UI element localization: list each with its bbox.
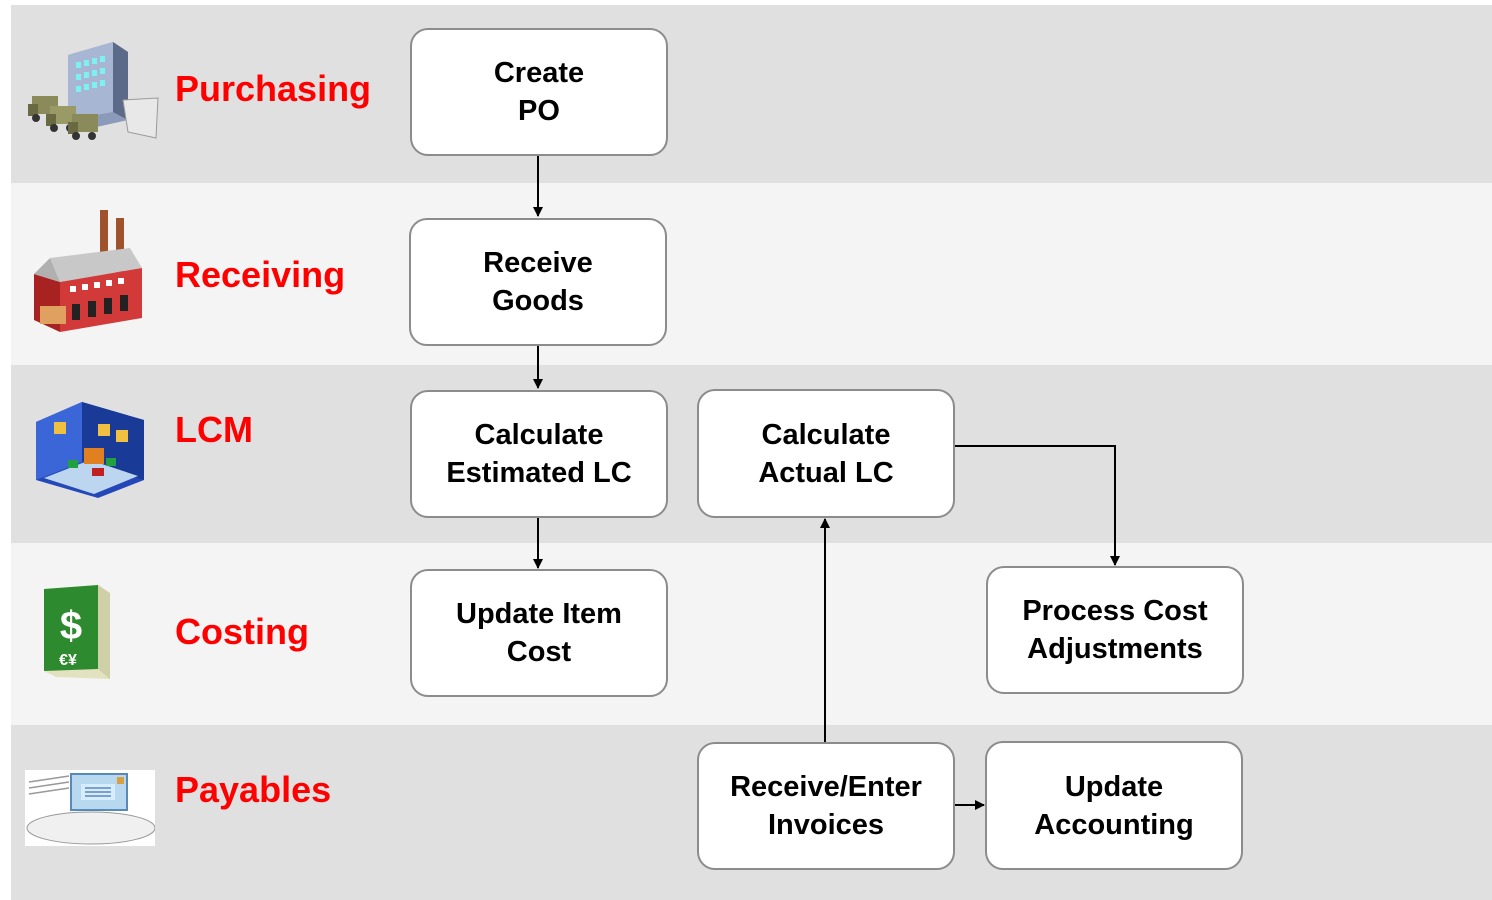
step-receive-goods-label: Receive Goods: [483, 247, 593, 317]
arrow-actual-to-adjustments: [954, 445, 1120, 566]
lane-label-costing: Costing: [175, 611, 309, 652]
step-calculate-estimated-lc-label: Calculate Estimated LC: [446, 419, 632, 489]
step-create-po-label: Create PO: [493, 57, 585, 127]
step-receive-enter-invoices-label: Receive/Enter Invoices: [730, 771, 922, 841]
step-update-item-cost[interactable]: Update Item Cost: [410, 569, 668, 697]
lane-label-lcm: LCM: [175, 409, 253, 450]
envelope-icon: [25, 770, 155, 846]
step-calculate-actual-lc[interactable]: Calculate Actual LC: [697, 389, 955, 518]
step-update-item-cost-label: Update Item Cost: [456, 598, 622, 668]
step-receive-enter-invoices[interactable]: Receive/Enter Invoices: [697, 742, 955, 870]
svg-text:$: $: [60, 604, 82, 648]
step-create-po[interactable]: Create PO: [410, 28, 668, 156]
step-calculate-actual-lc-label: Calculate Actual LC: [758, 418, 894, 489]
building-trucks-icon: [28, 42, 159, 140]
lane-label-receiving: Receiving: [175, 254, 346, 295]
step-calculate-estimated-lc[interactable]: Calculate Estimated LC: [410, 390, 668, 518]
lane-receiving: [11, 183, 1492, 365]
lane-purchasing: [11, 5, 1492, 183]
step-receive-goods[interactable]: Receive Goods: [409, 218, 667, 346]
factory-icon: [34, 210, 142, 332]
lane-label-purchasing: Purchasing: [175, 68, 372, 109]
step-process-cost-adjustments[interactable]: Process Cost Adjustments: [986, 566, 1244, 694]
step-process-cost-adjustments-label: Process Cost Adjustments: [1022, 595, 1208, 665]
money-book-icon: $ €¥: [44, 585, 110, 679]
svg-text:€¥: €¥: [59, 652, 77, 669]
step-update-accounting-label: Update Accounting: [1034, 770, 1194, 841]
warehouse-icon: [36, 402, 144, 498]
lane-label-payables: Payables: [175, 769, 332, 810]
step-update-accounting[interactable]: Update Accounting: [985, 741, 1243, 870]
lane-costing: [11, 543, 1492, 725]
